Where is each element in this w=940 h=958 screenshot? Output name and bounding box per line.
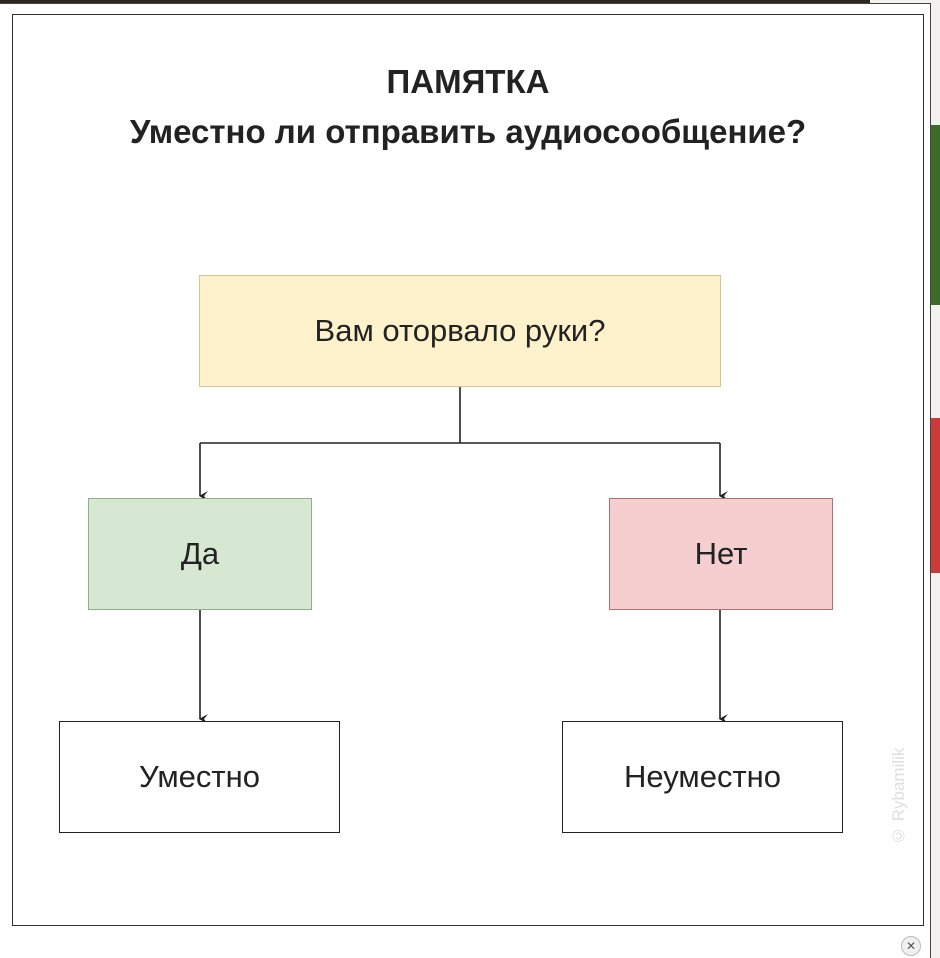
lightbox: ПАМЯТКА Уместно ли отправить аудиосообще…	[0, 4, 930, 958]
memo-subtitle: Уместно ли отправить аудиосообщение?	[129, 113, 807, 150]
inappropriate-text: Неуместно	[623, 759, 782, 794]
appropriate-box: Уместно	[59, 721, 340, 833]
background-thumbnail-green	[930, 125, 940, 305]
no-text: Нет	[694, 536, 748, 571]
inappropriate-box: Неуместно	[562, 721, 843, 833]
close-icon: ✕	[905, 939, 917, 953]
question-box: Вам оторвало руки?	[199, 275, 721, 387]
yes-text: Да	[180, 536, 220, 571]
watermark: © Rybamilik	[889, 747, 908, 845]
question-text: Вам оторвало руки?	[314, 313, 606, 348]
flowchart-connectors	[199, 387, 728, 724]
appropriate-text: Уместно	[139, 759, 260, 794]
memo-image: ПАМЯТКА Уместно ли отправить аудиосообще…	[12, 14, 924, 926]
background-thumbnail-red	[930, 418, 940, 573]
no-box: Нет	[609, 498, 833, 610]
memo-title: ПАМЯТКА	[386, 63, 550, 100]
yes-box: Да	[88, 498, 312, 610]
close-button[interactable]: ✕	[901, 936, 921, 956]
